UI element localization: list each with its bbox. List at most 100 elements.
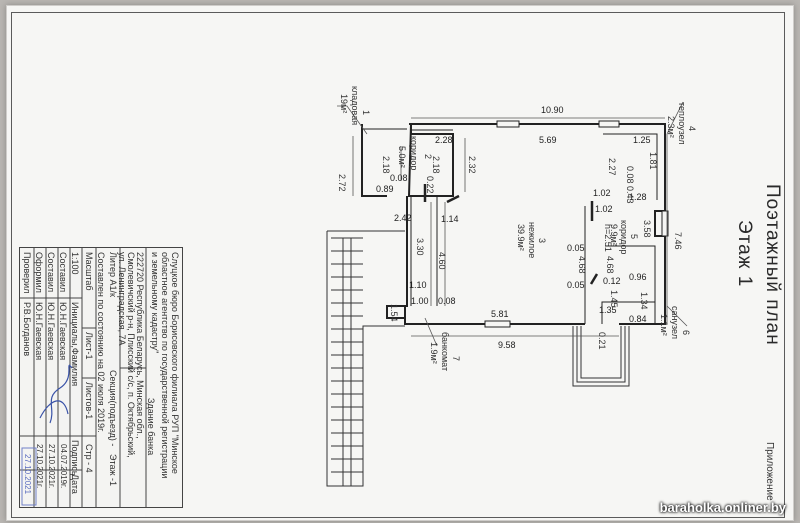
porch-steps — [572, 326, 630, 387]
dim-0.89: 0.89 — [376, 184, 394, 194]
room-1-num: 1 — [361, 110, 371, 116]
dim-7.46: 7.46 — [673, 232, 683, 250]
dim-1.25: 1.25 — [633, 135, 651, 145]
room-7-area: 1.9м² — [429, 342, 439, 364]
dim-0.05-b: 0.05 — [567, 280, 585, 290]
dim-2.72: 2.72 — [337, 174, 347, 192]
dim-5.69: 5.69 — [539, 135, 557, 145]
room-3-name: нежилое — [527, 222, 537, 259]
org-line-1: Слуцкое бюро Борисовского филиала РУП "М… — [170, 252, 180, 474]
org-line-3: и земельному кадастру" — [150, 252, 160, 354]
row-3-date: 27.10.2021г. — [35, 444, 44, 489]
row-2-name: Ю.Н.Гаевская — [46, 302, 56, 361]
room-2-name: коридор — [409, 136, 419, 171]
signature-mark — [39, 364, 73, 424]
door-4 — [589, 273, 599, 285]
dim-10.90: 10.90 — [541, 105, 564, 115]
etazh: Этаж -1 — [108, 454, 118, 487]
room-4-area: 2.3м² — [666, 116, 676, 138]
dim-1.02-a: 1.02 — [593, 188, 611, 198]
org-line-2: областное агентство по государственной р… — [160, 252, 170, 479]
title-block: Слуцкое бюро Борисовского филиала РУП "М… — [19, 247, 183, 508]
room-1-area: 19м² — [339, 94, 349, 114]
sheet-count: Листов-1 — [84, 382, 94, 420]
dim-1.34: 1.34 — [639, 292, 649, 310]
date-stamp-box — [21, 447, 37, 506]
dim-0.21: 0.21 — [597, 332, 607, 350]
dim-0.08-b: 0.08 — [438, 296, 456, 306]
row-4-role: Проверил — [22, 252, 32, 294]
sostoyanie: Составлен по состоянию на 02 июля 2019г. — [96, 252, 106, 433]
room-5-num: 5 — [629, 234, 639, 240]
header-date: Дата — [70, 474, 80, 494]
dim-0.08-a: 0.08 — [390, 173, 408, 183]
litera: Литер А1/к — [108, 252, 118, 297]
object-name: Здание банка — [146, 398, 156, 456]
sheet-number: Лист-1 — [84, 332, 94, 360]
room-6-area: 1.1м² — [659, 314, 669, 336]
room-1-name: кладовая — [350, 86, 360, 126]
dim-3.30: 3.30 — [415, 238, 425, 256]
wall-outer-right — [453, 123, 666, 325]
room-5-area: 9.9м² — [609, 224, 619, 246]
row-3-name: Ю.Н.Гаевская — [34, 302, 44, 361]
masshtab-label: Масштаб — [84, 252, 94, 291]
floor-plan-drawing: 10.90 5.69 2.28 1.25 2.42 1.14 1.10 1.00… — [326, 101, 688, 487]
dim-0.12: 0.12 — [603, 276, 621, 286]
dim-1.10: 1.10 — [409, 280, 427, 290]
row-4-name: Р.В.Богданов — [22, 302, 32, 357]
drawing-frame — [11, 12, 785, 518]
wall-room-4 — [603, 133, 658, 200]
room-4-num: 4 — [687, 126, 697, 132]
room-7-name: банкомат — [440, 332, 450, 372]
row-1-role: Составил — [58, 252, 68, 293]
room-6-name: санузел — [670, 306, 680, 339]
row-2-date: 27.10.2021г. — [47, 444, 56, 489]
plan-title: Поэтажный план — [762, 184, 783, 346]
address-line-3: ул. Ленинградская, 7А — [117, 252, 127, 346]
row-2-role: Составил — [46, 252, 56, 293]
room-7-num: 7 — [451, 356, 461, 362]
dim-5.81: 5.81 — [491, 309, 509, 319]
dim-1.28: 1.28 — [629, 192, 647, 202]
header-sign: Подпись — [70, 440, 80, 476]
dim-4.60: 4.60 — [437, 252, 447, 270]
row-4-date: 27.10.2021 — [23, 454, 32, 495]
wall-room-6 — [601, 301, 656, 324]
dim-1.54: 1.54 — [389, 304, 399, 322]
page-number: Стр - 4 — [84, 444, 94, 473]
dim-2.28: 2.28 — [435, 135, 453, 145]
dim-1.81: 1.81 — [648, 152, 658, 170]
address-line-1: 222720 Республика Беларусь, Минская обл.… — [135, 252, 145, 439]
row-3-role: Оформил — [34, 252, 44, 293]
scale-value: 1:100 — [70, 252, 80, 275]
sekciya: Секция(подъезд) - — [108, 370, 118, 447]
dim-1.45: 1.45 — [609, 290, 619, 308]
dim-4.68-a: 4.68 — [577, 256, 587, 274]
wall-room-5 — [605, 245, 656, 302]
stairs — [326, 230, 405, 487]
dim-2.18-a: 2.18 — [381, 156, 391, 174]
door-2 — [446, 194, 460, 204]
dim-1.02-b: 1.02 — [595, 204, 613, 214]
dim-2.27: 2.27 — [607, 158, 617, 176]
dim-2.32: 2.32 — [467, 156, 477, 174]
room-5-name: коридор — [619, 220, 629, 255]
dim-1.14: 1.14 — [441, 214, 459, 224]
room-2-area: 5.0м² — [397, 146, 407, 168]
dim-0.08-c: 0.08 — [625, 166, 635, 184]
watermark: baraholka.onliner.by — [659, 500, 786, 515]
dim-0.05-a: 0.05 — [567, 243, 585, 253]
dim-0.43: 0.43 — [625, 186, 635, 204]
header-name: Инициалы,Фамилия — [70, 302, 80, 387]
dim-0.96: 0.96 — [629, 272, 647, 282]
dim-3.58: 3.58 — [642, 220, 652, 238]
dim-9.58: 9.58 — [498, 340, 516, 350]
title-block-grid — [20, 248, 147, 507]
room-3-area: 39.9м² — [516, 224, 526, 251]
row-1-name: Ю.Н.Гаевская — [58, 302, 68, 361]
dim-1.00: 1.00 — [411, 296, 429, 306]
dim-1.35: 1.35 — [599, 305, 617, 315]
appendix-label: Приложение — [764, 442, 775, 501]
floor-label: Этаж 1 — [734, 220, 755, 288]
